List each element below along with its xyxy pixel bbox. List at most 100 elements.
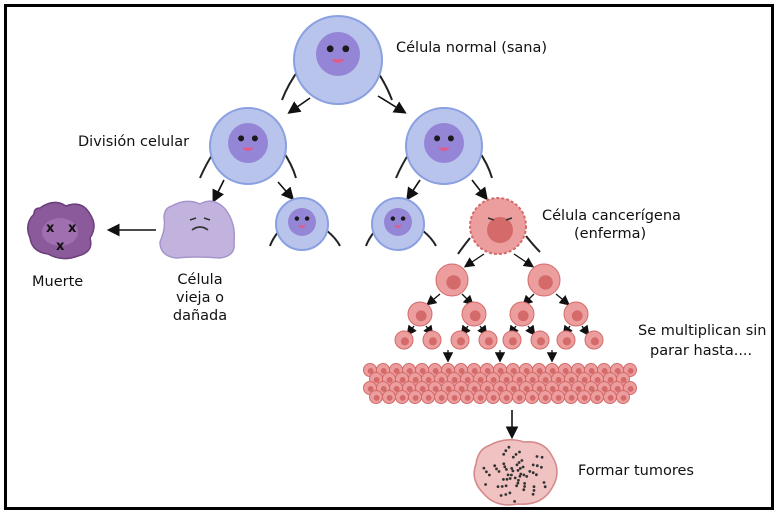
dead-cell: x x x	[27, 201, 95, 260]
cancer-cell-gen1	[435, 263, 469, 297]
svg-text:x: x	[56, 239, 65, 254]
cancer-cell-mass	[512, 390, 526, 404]
arrow-to-small-cell-2	[406, 179, 421, 201]
cancer-multiplication-pyramid	[363, 253, 637, 404]
cancer-cell-gen3	[502, 330, 522, 350]
tumor-speckle	[532, 489, 536, 492]
tumor-speckle	[531, 492, 535, 496]
tumor-speckle	[516, 469, 520, 472]
cancer-cell-gen3	[478, 330, 498, 350]
svg-text:x: x	[46, 221, 55, 236]
pyramid-arrow	[463, 253, 485, 268]
tumor-speckle	[500, 485, 504, 488]
tumor-speckle	[525, 475, 529, 478]
cancer-cell-mass	[408, 390, 422, 404]
pyramid-arrow	[579, 324, 590, 337]
cancer-cell-gen1	[527, 263, 561, 297]
tumor-speckle	[535, 455, 539, 458]
tumor-speckle	[523, 482, 526, 485]
cancer-cell-gen2	[563, 301, 589, 327]
division-cell-right	[395, 107, 493, 185]
cancer-cell-label-1: Célula cancerígena	[542, 208, 681, 224]
arrow-to-small-cell-1	[277, 181, 295, 201]
tumor-speckle	[535, 473, 538, 477]
cancer-cell-mass	[525, 390, 539, 404]
tumor-speckle	[540, 455, 544, 459]
tumor-speckle	[502, 452, 506, 456]
cancer-cell-gen3	[422, 330, 442, 350]
svg-text:x: x	[68, 221, 77, 236]
tumor-speckle	[510, 473, 513, 477]
cancer-cell-mass	[499, 390, 513, 404]
cancer-cell-mass	[434, 390, 448, 404]
tumor-speckle	[543, 485, 547, 489]
old-damaged-cell	[159, 200, 236, 259]
cancer-cell-gen2	[407, 301, 433, 327]
cancer-cell-mass	[590, 390, 604, 404]
pyramid-arrow	[426, 293, 441, 306]
cancer-cell-mass	[564, 390, 578, 404]
diagram-frame	[4, 4, 774, 510]
tumor-speckle	[505, 477, 509, 481]
tumor-speckle	[510, 467, 514, 470]
cancer-cell-mass	[623, 381, 637, 395]
cancer-cell	[457, 197, 541, 255]
tumor-speckle	[535, 464, 539, 468]
cancer-cell-mass	[421, 390, 435, 404]
tumor-speckle	[508, 477, 512, 480]
tumor-speckle	[516, 481, 520, 485]
tumor-speckle	[511, 455, 515, 459]
tumor-speckle	[505, 468, 508, 471]
arrow-to-old-cell	[212, 179, 225, 203]
tumor-speckle	[518, 467, 522, 470]
tumor-speckle	[493, 464, 497, 468]
old-cell-label-2: vieja o	[176, 290, 224, 306]
tumor-speckle	[514, 453, 518, 456]
tumor-speckle	[503, 465, 507, 469]
cancer-cell-mass	[447, 390, 461, 404]
tumor-speckle	[522, 488, 526, 492]
small-cell-2	[365, 197, 437, 251]
multiply-label-1: Se multiplican sin	[638, 323, 767, 339]
cancer-cell-gen3	[394, 330, 414, 350]
old-cell-label-1: Célula	[177, 272, 223, 288]
pyramid-arrow	[555, 293, 570, 306]
tumor	[473, 438, 558, 506]
tumor-speckle	[502, 462, 506, 466]
tumor-speckle	[528, 470, 532, 473]
cancer-cell-label-2: (enferma)	[574, 226, 647, 242]
division-cell-left	[199, 107, 297, 185]
arrow-to-cancer-cell	[471, 179, 488, 201]
cancer-cell-gen2	[509, 301, 535, 327]
tumor-speckle	[513, 500, 516, 503]
tumor-speckle	[517, 461, 521, 464]
tumor-speckle	[531, 471, 535, 475]
cancer-cell-gen3	[450, 330, 470, 350]
cancer-cell-mass	[369, 390, 383, 404]
cancer-cell-mass	[538, 390, 552, 404]
tumor-speckle	[496, 485, 500, 488]
tumor-speckle	[482, 466, 486, 470]
tumor-speckle	[506, 473, 510, 477]
cancer-cell-mass	[616, 390, 630, 404]
tumor-speckle	[504, 484, 508, 488]
tumor-speckle	[515, 463, 519, 467]
tumor-speckle	[518, 474, 522, 478]
tumor-speckle	[523, 485, 526, 488]
pyramid-arrow	[525, 324, 536, 337]
cancer-cell-mass	[551, 390, 565, 404]
tumor-speckle	[517, 478, 520, 482]
tumor-speckle	[542, 481, 546, 484]
cancer-cell-mass	[460, 390, 474, 404]
tumor-speckle	[511, 469, 515, 473]
cancer-cell-mass	[382, 390, 396, 404]
tumor-speckle	[504, 449, 508, 453]
tumor-speckle	[520, 459, 524, 462]
cancer-cell-gen2	[461, 301, 487, 327]
death-label: Muerte	[32, 274, 84, 290]
multiply-label-2: parar hasta....	[650, 343, 753, 359]
tumor-speckle	[495, 467, 498, 471]
cancer-cell-mass	[486, 390, 500, 404]
normal-cell-top	[281, 15, 393, 105]
tumor-speckle	[502, 478, 505, 481]
